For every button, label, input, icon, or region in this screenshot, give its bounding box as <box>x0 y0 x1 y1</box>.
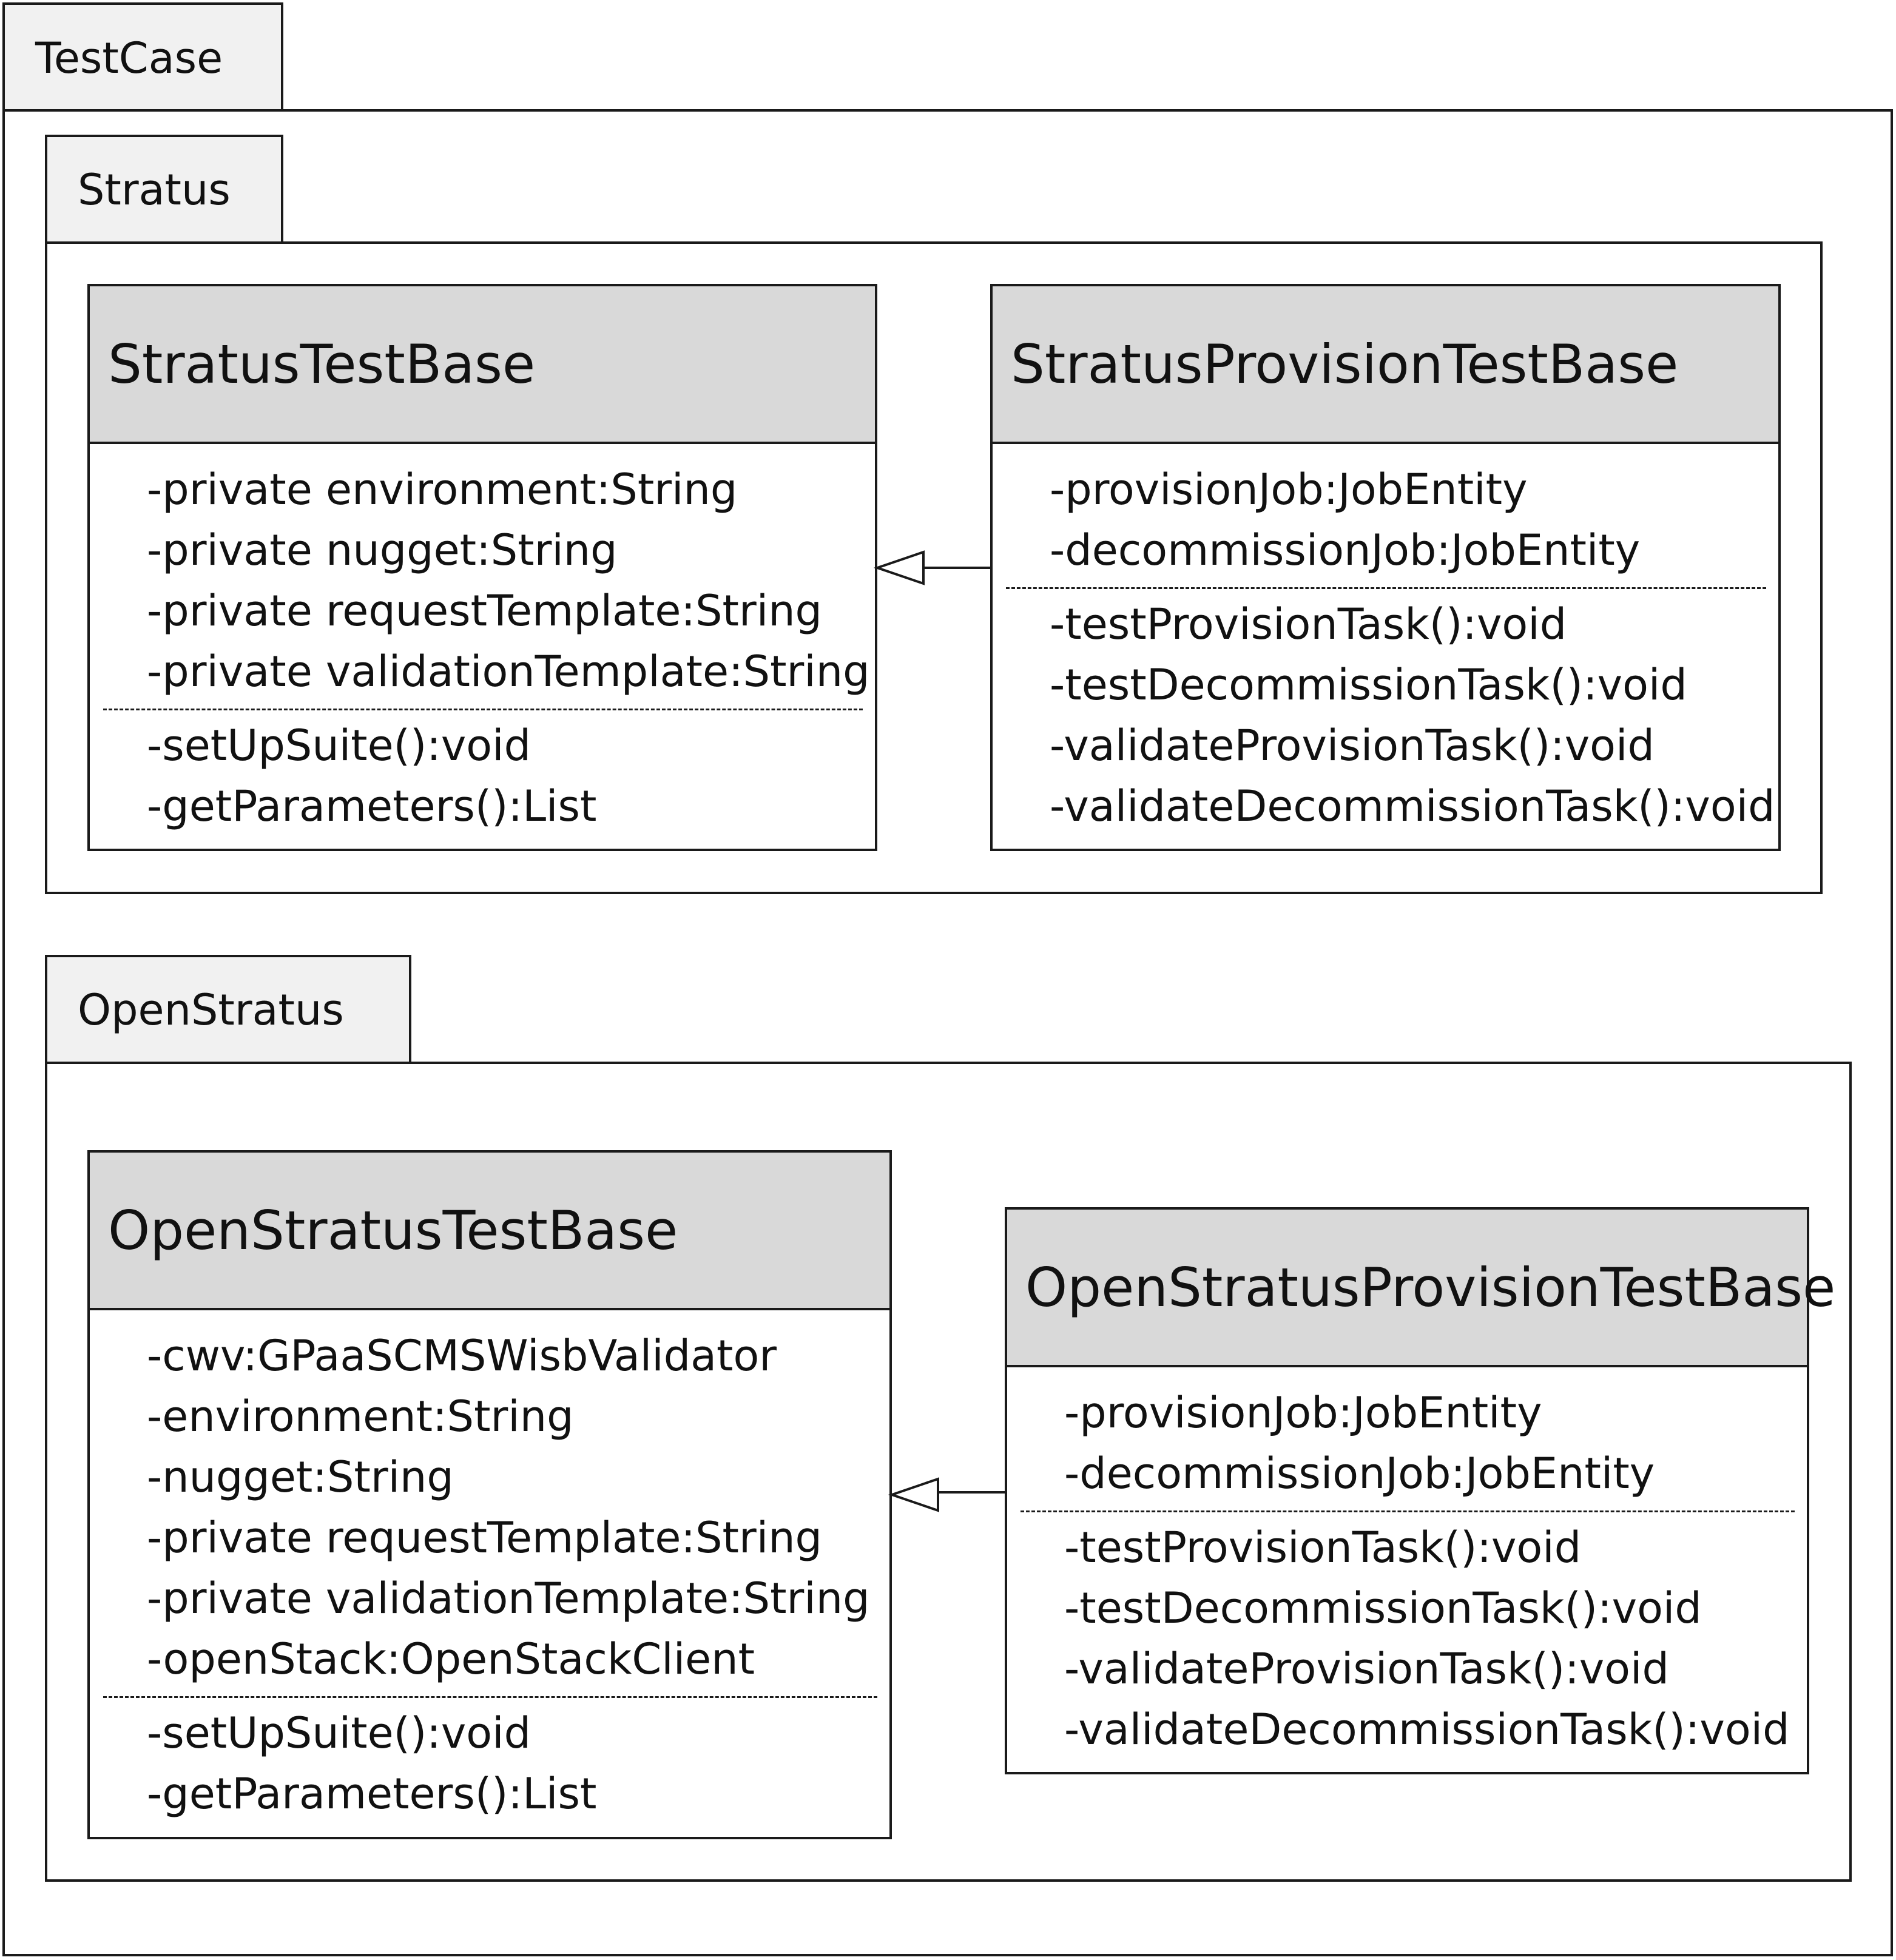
class-name: StratusTestBase <box>90 286 875 444</box>
operation: -getParameters():List <box>147 781 597 831</box>
package-label-testcase: TestCase <box>35 33 223 83</box>
class-openstratus-test-base: OpenStratusTestBase -cwv:GPaaSCMSWisbVal… <box>87 1150 892 1839</box>
attribute: -openStack:OpenStackClient <box>147 1634 755 1684</box>
operation: -testDecommissionTask():void <box>1050 660 1687 710</box>
operation: -validateProvisionTask():void <box>1050 721 1655 770</box>
compartment-separator <box>1021 1510 1795 1512</box>
class-openstratus-provision-test-base: OpenStratusProvisionTestBase -provisionJ… <box>1005 1207 1835 1774</box>
compartment-separator <box>1006 587 1766 589</box>
compartment-separator <box>103 1696 877 1698</box>
operation: -validateDecommissionTask():void <box>1064 1705 1790 1754</box>
operation: -validateDecommissionTask():void <box>1050 781 1775 831</box>
operation: -validateProvisionTask():void <box>1064 1644 1669 1694</box>
attribute: -private nugget:String <box>147 525 618 575</box>
operation: -testDecommissionTask():void <box>1064 1583 1702 1633</box>
class-name: OpenStratusProvisionTestBase <box>1007 1210 1835 1367</box>
attribute: -environment:String <box>147 1392 574 1441</box>
package-label-stratus: Stratus <box>78 165 231 215</box>
operation: -setUpSuite():void <box>147 1708 531 1758</box>
attribute: -private requestTemplate:String <box>147 1513 822 1563</box>
class-stratus-test-base: StratusTestBase -private environment:Str… <box>87 284 877 851</box>
compartment-separator <box>103 709 863 710</box>
operation: -testProvisionTask():void <box>1050 599 1567 649</box>
attribute: -provisionJob:JobEntity <box>1064 1388 1542 1438</box>
attribute: -decommissionJob:JobEntity <box>1064 1449 1655 1498</box>
operation: -testProvisionTask():void <box>1064 1523 1582 1572</box>
attribute: -private validationTemplate:String <box>147 1574 870 1623</box>
attribute: -private environment:String <box>147 465 738 514</box>
attribute: -private requestTemplate:String <box>147 586 822 636</box>
operation: -getParameters():List <box>147 1769 597 1819</box>
attribute: -private validationTemplate:String <box>147 647 870 696</box>
attribute: -nugget:String <box>147 1452 454 1502</box>
class-name: OpenStratusTestBase <box>90 1153 889 1310</box>
class-stratus-provision-test-base: StratusProvisionTestBase -provisionJob:J… <box>990 284 1781 851</box>
package-label-openstratus: OpenStratus <box>78 985 344 1035</box>
package-tab-testcase: TestCase <box>2 2 283 112</box>
operation: -setUpSuite():void <box>147 721 531 770</box>
attribute: -decommissionJob:JobEntity <box>1050 525 1641 575</box>
package-tab-openstratus: OpenStratus <box>45 955 411 1063</box>
package-tab-stratus: Stratus <box>45 135 283 243</box>
attribute: -provisionJob:JobEntity <box>1050 465 1528 514</box>
class-name: StratusProvisionTestBase <box>993 286 1778 444</box>
attribute: -cwv:GPaaSCMSWisbValidator <box>147 1331 777 1381</box>
